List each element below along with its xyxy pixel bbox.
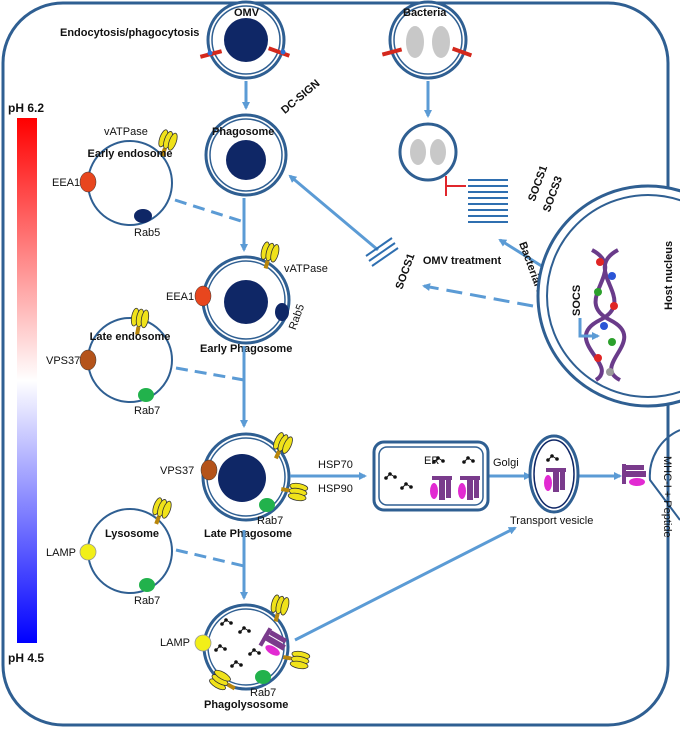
hsp70-label: HSP70 — [318, 459, 353, 471]
phagolysosome — [194, 593, 311, 697]
rab7-label-3: Rab7 — [134, 595, 160, 607]
rab7-label-4: Rab7 — [250, 687, 276, 699]
ph-gradient-bar — [17, 118, 37, 643]
socs1-bars-omv — [365, 237, 399, 267]
late-endosome — [79, 307, 173, 403]
mhc-peptide-label: MHC-I + Peptide — [661, 456, 673, 538]
ph-bottom-label: pH 4.5 — [8, 651, 44, 665]
early-phagosome — [194, 240, 291, 345]
late-phagosome-label: Late Phagosome — [204, 528, 292, 540]
vatpase-label-1: vATPase — [104, 126, 148, 138]
socs1-label-omv: SOCS1 — [394, 252, 418, 291]
host-nucleus — [536, 184, 680, 408]
transport-vesicle-label: Transport vesicle — [510, 515, 593, 527]
omv — [199, 0, 291, 80]
eea1-label-2: EEA1 — [166, 291, 194, 303]
host-nucleus-label: Host nucleus — [663, 241, 675, 310]
rab5-label-1: Rab5 — [134, 227, 160, 239]
rab5-marker — [134, 209, 152, 223]
transport-vesicle — [528, 434, 580, 514]
socs-label: SOCS — [571, 285, 583, 316]
socs-stack-bacterial — [468, 179, 508, 223]
golgi-label: Golgi — [493, 457, 519, 469]
bacteria-label: Bacteria — [403, 7, 447, 19]
early-endosome — [79, 128, 180, 226]
bacteria-vacuole — [398, 122, 458, 182]
er-compartment — [372, 440, 490, 512]
lysosome-label: Lysosome — [105, 528, 159, 540]
vatpase-label-2: vATPase — [284, 263, 328, 275]
ph-top-label: pH 6.2 — [8, 101, 44, 115]
early-endosome-label: Early endosome — [88, 148, 173, 160]
phagolysosome-label: Phagolysosome — [204, 699, 288, 711]
endocytosis-label: Endocytosis/phagocytosis — [60, 27, 199, 39]
rab7-label-2: Rab7 — [257, 515, 283, 527]
phagosome — [204, 113, 288, 197]
mhc-surface — [622, 429, 680, 521]
lysosome — [79, 496, 174, 594]
rab7-label-1: Rab7 — [134, 405, 160, 417]
dna-helix — [583, 248, 627, 382]
eea1-label-1: EEA1 — [52, 177, 80, 189]
omv-treatment-label: OMV treatment — [423, 255, 502, 267]
lamp-label-2: LAMP — [160, 637, 190, 649]
vps37-label-2: VPS37 — [160, 465, 194, 477]
inhibition-symbol — [445, 176, 466, 196]
eea1-marker — [79, 171, 97, 193]
vps37-label-1: VPS37 — [46, 355, 80, 367]
hsp90-label: HSP90 — [318, 483, 353, 495]
early-phagosome-label: Early Phagosome — [200, 343, 292, 355]
late-phagosome — [200, 430, 309, 522]
lamp-label-1: LAMP — [46, 547, 76, 559]
omv-label: OMV — [234, 7, 260, 19]
er-label: ER — [424, 455, 439, 467]
dc-sign-label: DC-SIGN — [279, 77, 322, 116]
bacteria — [381, 0, 473, 80]
trafficking-arrows — [174, 81, 622, 642]
late-endosome-label: Late endosome — [90, 331, 171, 343]
phagosome-label: Phagosome — [212, 126, 274, 138]
